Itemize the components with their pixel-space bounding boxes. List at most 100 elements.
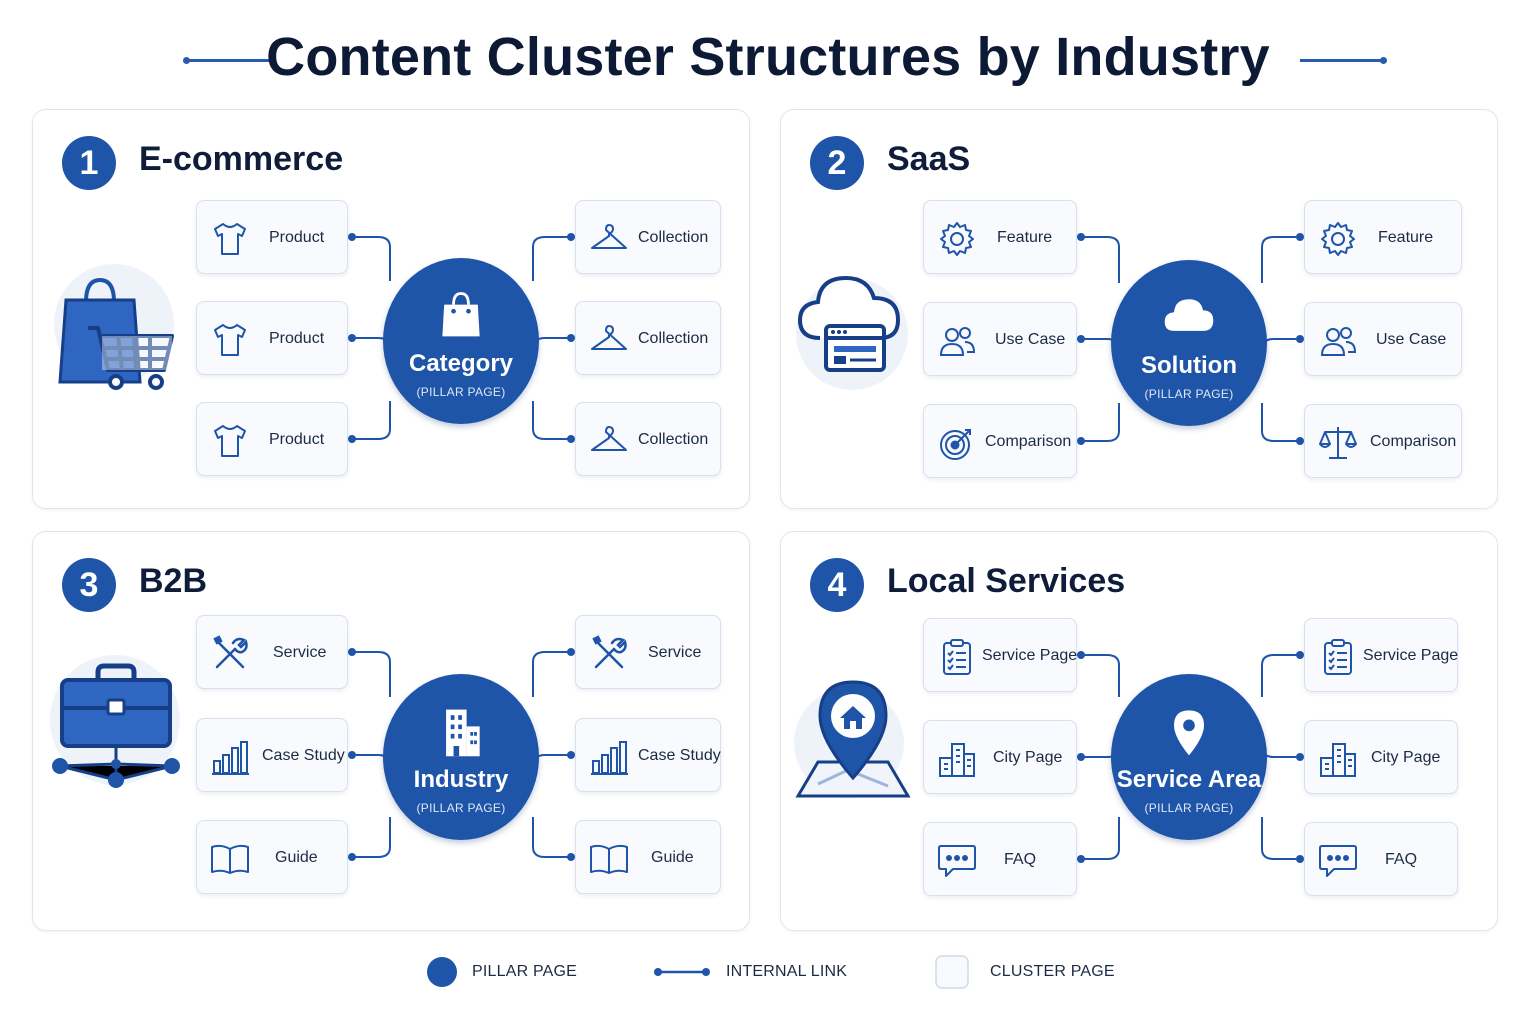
link-line-icon [654, 968, 710, 976]
link-dot [567, 648, 575, 656]
cluster-card-left[interactable]: Comparison [923, 404, 1077, 478]
pillar-label: Service Area [1116, 766, 1262, 793]
pillar-sublabel: (PILLAR PAGE) [416, 385, 506, 399]
link-line [352, 817, 391, 858]
link-dot [1296, 233, 1304, 241]
cluster-card-label: FAQ [1385, 851, 1418, 868]
cluster-card-left[interactable]: Use Case [923, 302, 1077, 376]
cluster-card-label: FAQ [1004, 851, 1037, 868]
cluster-card-left[interactable]: Product [196, 301, 348, 375]
hanger-icon [588, 420, 630, 462]
cluster-card-label: Collection [638, 229, 709, 246]
panel-title: E-commerce [139, 140, 344, 178]
link-line [1081, 403, 1120, 442]
title-bar: Content Cluster Structures by Industry [0, 20, 1536, 96]
cluster-card-left[interactable]: Guide [196, 820, 348, 894]
link-line [1261, 338, 1300, 350]
cluster-card-left[interactable]: City Page [923, 720, 1077, 794]
link-dot [567, 853, 575, 861]
hanger-icon [588, 319, 630, 361]
link-dot [348, 853, 356, 861]
link-line [1261, 817, 1300, 860]
panel-number-badge: 2 [810, 136, 864, 190]
cloud-icon [1157, 288, 1221, 349]
panel-number-badge: 3 [62, 558, 116, 612]
panel-title: B2B [139, 562, 208, 600]
panel-title: Local Services [887, 562, 1126, 600]
cluster-card-left[interactable]: Feature [923, 200, 1077, 274]
cluster-card-left[interactable]: Case Study [196, 718, 348, 792]
cluster-card-label: Service [648, 644, 702, 661]
cluster-card-right[interactable]: Collection [575, 402, 721, 476]
link-dot [1296, 437, 1304, 445]
cluster-card-label: Product [269, 431, 325, 448]
link-line [532, 651, 571, 697]
legend-label-pillar: PILLAR PAGE [472, 963, 578, 980]
pillar-label: Category [408, 350, 514, 377]
link-dot [567, 751, 575, 759]
legend-item-pillar: PILLAR PAGE [426, 952, 577, 992]
cluster-card-left[interactable]: Product [196, 402, 348, 476]
cluster-card-right[interactable]: FAQ [1304, 822, 1458, 896]
chat-icon [1317, 840, 1359, 882]
link-dot [348, 648, 356, 656]
link-line [1081, 236, 1120, 283]
cluster-card-right[interactable]: City Page [1304, 720, 1458, 794]
cluster-card-label: Case Study [638, 747, 721, 764]
tools-icon [588, 633, 630, 675]
cluster-card-left[interactable]: Service [196, 615, 348, 689]
cluster-card-left[interactable]: FAQ [923, 822, 1077, 896]
cluster-card-right[interactable]: Feature [1304, 200, 1462, 274]
cluster-card-right[interactable]: Collection [575, 200, 721, 274]
cluster-card-right[interactable]: Use Case [1304, 302, 1462, 376]
link-dot [1077, 651, 1085, 659]
panel-number-badge: 1 [62, 136, 116, 190]
title-rule-right [1300, 57, 1387, 64]
cluster-card-left[interactable]: Product [196, 200, 348, 274]
cluster-card-label: Service Page [982, 647, 1078, 664]
gear-icon [1317, 218, 1359, 260]
cluster-card-right[interactable]: Collection [575, 301, 721, 375]
hanger-icon [588, 218, 630, 260]
bar-chart-icon [588, 736, 630, 778]
bar-chart-icon [209, 736, 251, 778]
page-title: Content Cluster Structures by Industry [266, 27, 1270, 87]
link-dot [1077, 855, 1085, 863]
cluster-card-label: Collection [638, 431, 709, 448]
scale-icon [1317, 422, 1359, 464]
cluster-card-right[interactable]: Guide [575, 820, 721, 894]
link-line [1261, 403, 1300, 442]
cluster-card-label: Guide [275, 849, 318, 866]
tools-icon [209, 633, 251, 675]
cluster-card-right[interactable]: Service [575, 615, 721, 689]
city-icon [936, 738, 978, 780]
tshirt-icon [209, 420, 251, 462]
cluster-card-label: Feature [1378, 229, 1434, 246]
legend-label-link: INTERNAL LINK [726, 963, 848, 980]
pillar-node: Solution (PILLAR PAGE) [1111, 260, 1267, 426]
pillar-node: Category (PILLAR PAGE) [383, 258, 539, 424]
cluster-card-label: Feature [997, 229, 1053, 246]
pillar-sublabel: (PILLAR PAGE) [1144, 801, 1234, 815]
checklist-icon [1317, 636, 1359, 678]
pillar-node: Service Area (PILLAR PAGE) [1111, 674, 1267, 840]
pillar-label: Solution [1141, 352, 1237, 379]
cluster-card-label: City Page [1371, 749, 1441, 766]
pillar-node: Industry (PILLAR PAGE) [383, 674, 539, 840]
link-line [1261, 746, 1300, 758]
cluster-card-label: Product [269, 330, 325, 347]
link-line [352, 401, 391, 440]
tshirt-icon [209, 319, 251, 361]
cluster-card-right[interactable]: Case Study [575, 718, 721, 792]
cluster-square-icon [935, 955, 969, 989]
book-icon [588, 838, 630, 880]
checklist-icon [936, 636, 978, 678]
cluster-card-right[interactable]: Service Page [1304, 618, 1458, 692]
link-dot [1077, 233, 1085, 241]
cluster-card-label: Product [269, 229, 325, 246]
cluster-card-left[interactable]: Service Page [923, 618, 1077, 692]
cluster-card-right[interactable]: Comparison [1304, 404, 1462, 478]
map-pin-home-icon [788, 674, 918, 804]
gear-icon [936, 218, 978, 260]
